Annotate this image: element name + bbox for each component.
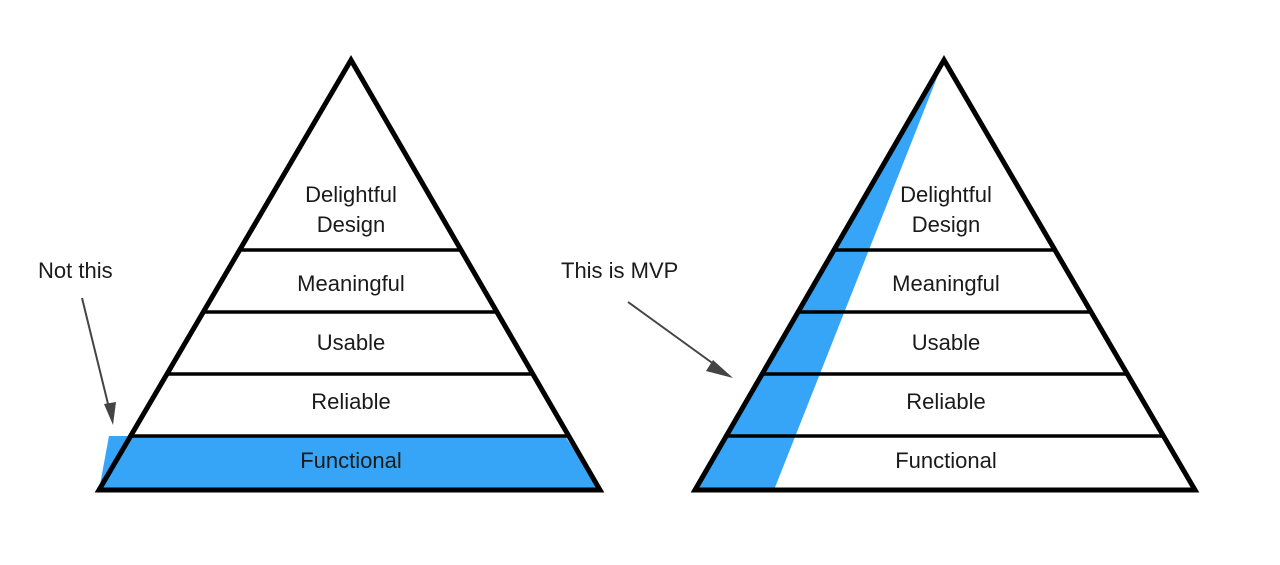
left-layer-meaningful: Meaningful <box>297 271 405 296</box>
left-callout: Not this <box>38 258 116 425</box>
left-layer-delightful-line-1: Delightful <box>305 182 397 207</box>
right-callout-arrowhead <box>706 360 733 378</box>
right-callout: This is MVP <box>561 258 733 378</box>
left-layer-functional: Functional <box>300 448 402 473</box>
right-layer-reliable: Reliable <box>906 389 986 414</box>
left-layer-reliable: Reliable <box>311 389 391 414</box>
left-callout-arrowhead <box>104 402 116 425</box>
left-pyramid-outline <box>94 55 605 493</box>
right-layer-meaningful: Meaningful <box>892 271 1000 296</box>
left-callout-label: Not this <box>38 258 113 283</box>
right-callout-arrow-line <box>627 301 723 371</box>
left-layer-delightful-line-2: Design <box>317 212 385 237</box>
right-pyramid: Delightful Design Meaningful Usable Reli… <box>690 55 1200 493</box>
left-pyramid: Delightful Design Meaningful Usable Reli… <box>94 55 605 493</box>
right-callout-label: This is MVP <box>561 258 678 283</box>
right-layer-functional: Functional <box>895 448 997 473</box>
left-functional-highlight <box>99 436 600 490</box>
left-layer-usable: Usable <box>317 330 385 355</box>
left-callout-arrow-line <box>81 297 111 413</box>
right-layer-delightful-line-2: Design <box>912 212 980 237</box>
right-layer-delightful-line-1: Delightful <box>900 182 992 207</box>
right-pyramid-outline <box>690 55 1200 493</box>
right-layer-usable: Usable <box>912 330 980 355</box>
